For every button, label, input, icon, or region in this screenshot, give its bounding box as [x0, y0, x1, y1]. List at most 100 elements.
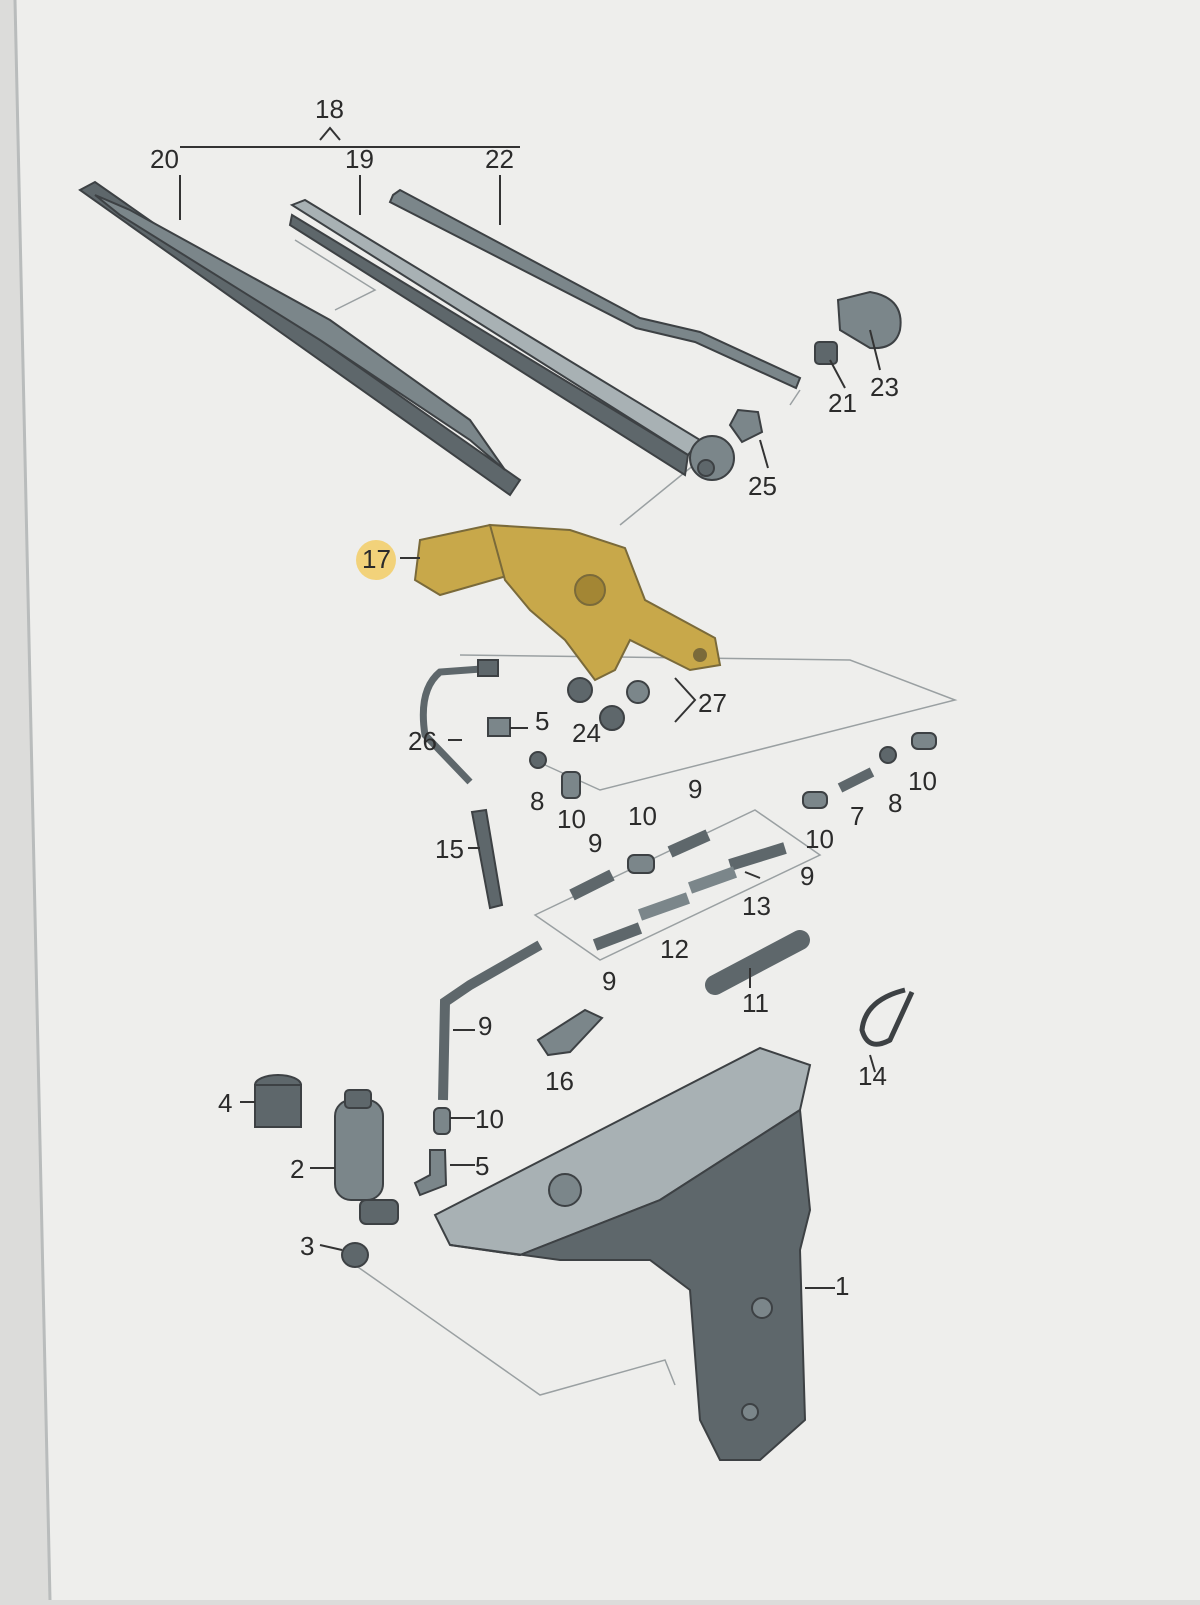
cap-10-lower — [433, 1107, 451, 1135]
tube-9-b — [667, 829, 711, 858]
callout-10-right: 10 — [805, 824, 834, 854]
callout-5-upper: 5 — [535, 706, 549, 736]
cap-10-right — [802, 791, 828, 809]
guide-reservoir — [354, 1264, 676, 1396]
elbow-5-lower — [413, 1149, 448, 1197]
callout-10-mid: 10 — [628, 801, 657, 831]
hose-26-part — [419, 664, 496, 785]
callout-16: 16 — [545, 1066, 574, 1096]
reservoir-port-upper — [751, 1297, 773, 1319]
callout-26: 26 — [408, 726, 437, 756]
cap-10-left — [561, 771, 581, 799]
callout-9-long: 9 — [478, 1011, 492, 1041]
callout-labels: 18 20 19 22 23 21 25 17 27 24 5 26 8 10 … — [150, 94, 937, 1301]
callout-27: 27 — [698, 688, 727, 718]
elbow-5-upper — [487, 717, 511, 737]
tube-9-a — [569, 869, 615, 901]
grommet-24-part — [567, 677, 593, 703]
hose-26-fitting — [477, 659, 499, 677]
blade-frame — [94, 194, 506, 471]
blade-strip — [78, 180, 522, 497]
wiper-rod-part — [388, 188, 802, 390]
cap-10-far-right — [911, 732, 937, 750]
wiper-blade-part — [78, 180, 522, 497]
wiper-arm-part — [288, 198, 735, 481]
tube-9-c — [728, 842, 787, 871]
callout-10-far-right: 10 — [908, 766, 937, 796]
reservoir-1-part — [433, 1046, 812, 1461]
clip-8-left — [529, 751, 547, 769]
clip-8-right — [879, 746, 897, 764]
callout-18: 18 — [315, 94, 344, 124]
reservoir-filler — [548, 1173, 582, 1207]
seal-3-part — [341, 1242, 369, 1268]
callout-15: 15 — [435, 834, 464, 864]
motor-mount-hole — [693, 648, 707, 662]
callout-7: 7 — [850, 801, 864, 831]
connector-15-part — [470, 808, 504, 910]
callout-9-mid: 9 — [588, 828, 602, 858]
leader-14 — [869, 1054, 876, 1073]
leader-lines — [179, 126, 881, 1289]
connector-12-part — [637, 892, 691, 921]
wiper-motor-part — [413, 523, 722, 682]
callout-22: 22 — [485, 144, 514, 174]
callout-12: 12 — [660, 934, 689, 964]
cap-10-mid — [627, 854, 655, 874]
grommet-4-body — [254, 1084, 302, 1128]
callout-8-right: 8 — [888, 788, 902, 818]
guide-blade-arm — [294, 239, 377, 311]
callout-5-lower: 5 — [475, 1151, 489, 1181]
callout-9-lower: 9 — [602, 966, 616, 996]
guide-arm-motor — [619, 459, 701, 526]
motor-spindle — [574, 574, 606, 606]
leader-21 — [829, 359, 846, 389]
callout-9-right: 9 — [800, 861, 814, 891]
leader-18-caret — [319, 126, 341, 141]
pump-2-outlet — [359, 1199, 399, 1225]
callout-17: 17 — [362, 544, 391, 574]
connector-7-part — [837, 767, 875, 793]
callout-1: 1 — [835, 1271, 849, 1301]
callout-23: 23 — [870, 372, 899, 402]
pump-group — [254, 1074, 399, 1268]
leader-25 — [759, 439, 769, 469]
callout-25: 25 — [748, 471, 777, 501]
nut-21-part — [814, 341, 838, 365]
leader-23 — [869, 329, 881, 371]
callout-3: 3 — [300, 1231, 314, 1261]
motor-housing — [413, 523, 512, 597]
guide-hose-region — [459, 654, 958, 791]
highlight-badge-17 — [356, 540, 396, 580]
callout-2: 2 — [290, 1154, 304, 1184]
callout-13: 13 — [742, 891, 771, 921]
tube-9-long — [438, 940, 543, 1101]
arm-hub-bore — [697, 459, 715, 477]
callout-4: 4 — [218, 1088, 232, 1118]
bracket-16-part — [536, 1008, 604, 1057]
callout-14: 14 — [858, 1061, 887, 1091]
screen-bezel-edge — [13, 0, 52, 1601]
callout-19: 19 — [345, 144, 374, 174]
leader-27 — [674, 677, 697, 723]
tube-parts — [413, 732, 937, 1197]
screen-surface — [15, 0, 1200, 1600]
arm-side — [288, 213, 690, 477]
callout-20: 20 — [150, 144, 179, 174]
nut-25-part — [728, 408, 764, 444]
guide-spindle — [789, 389, 801, 406]
tube-9-d — [592, 922, 643, 951]
reservoir-port-lower — [741, 1403, 759, 1421]
callout-11: 11 — [742, 988, 769, 1018]
callout-9-top: 9 — [688, 774, 702, 804]
leader-3 — [319, 1244, 343, 1251]
callout-10-left: 10 — [557, 804, 586, 834]
grommet-27b-part — [599, 705, 625, 731]
reservoir-body — [449, 1108, 812, 1461]
callout-8-left: 8 — [530, 786, 544, 816]
callout-21: 21 — [828, 388, 857, 418]
connector-13-part — [687, 866, 738, 894]
clamp-14-part — [859, 987, 915, 1047]
